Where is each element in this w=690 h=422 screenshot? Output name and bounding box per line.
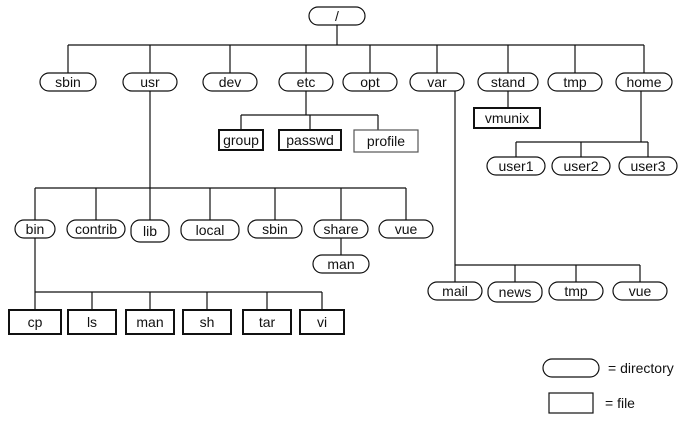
dir-sbin: sbin — [39, 72, 97, 92]
dir-usr-sbin: sbin — [247, 219, 303, 239]
file-vi-label: vi — [317, 314, 327, 330]
legend-directory-label: = directory — [608, 360, 674, 376]
dir-sbin-label: sbin — [55, 74, 81, 90]
dir-user1-label: user1 — [498, 158, 533, 174]
dir-home: home — [615, 72, 673, 92]
file-tar-label: tar — [259, 314, 276, 330]
dir-root-label: / — [335, 8, 339, 24]
dir-var-mail-label: mail — [442, 283, 468, 299]
dir-usr-vue: vue — [378, 219, 434, 239]
connectors — [34, 25, 649, 310]
dir-var: var — [409, 72, 465, 92]
file-tar: tar — [242, 309, 292, 335]
dir-dev-label: dev — [219, 74, 242, 90]
legend-file-label: = file — [605, 395, 635, 411]
file-vmunix-label: vmunix — [485, 110, 529, 126]
file-vmunix: vmunix — [473, 107, 541, 129]
dir-tmp: tmp — [547, 72, 603, 92]
dir-var-mail: mail — [427, 281, 483, 301]
dir-home-label: home — [626, 74, 661, 90]
file-sh: sh — [182, 309, 232, 335]
dir-opt: opt — [342, 72, 398, 92]
dir-var-news: news — [487, 281, 543, 303]
file-man-label: man — [136, 314, 163, 330]
dir-usr-vue-label: vue — [395, 221, 418, 237]
file-cp-label: cp — [28, 314, 43, 330]
dir-user3-label: user3 — [630, 158, 665, 174]
dir-share-man: man — [312, 254, 370, 274]
dir-usr-lib: lib — [130, 219, 170, 243]
dir-var-tmp: tmp — [548, 281, 604, 301]
dir-var-news-label: news — [499, 284, 532, 300]
dir-usr-share-label: share — [323, 221, 358, 237]
legend-directory-swatch — [542, 358, 600, 378]
file-man: man — [125, 309, 175, 335]
dir-usr-bin-label: bin — [26, 221, 45, 237]
file-passwd-label: passwd — [286, 132, 333, 148]
dir-tmp-label: tmp — [563, 74, 587, 90]
dir-usr-share: share — [313, 219, 369, 239]
legend-file-swatch — [548, 392, 594, 414]
file-vi: vi — [299, 309, 345, 335]
dir-usr-bin: bin — [14, 219, 56, 239]
file-sh-label: sh — [200, 314, 215, 330]
dir-root: / — [308, 6, 366, 26]
file-ls-label: ls — [87, 314, 97, 330]
dir-share-man-label: man — [327, 256, 354, 272]
dir-stand-label: stand — [491, 74, 525, 90]
dir-usr-sbin-label: sbin — [262, 221, 288, 237]
dir-var-tmp-label: tmp — [564, 283, 588, 299]
dir-usr-label: usr — [140, 74, 160, 90]
dir-usr-contrib: contrib — [66, 219, 126, 239]
dir-var-vue: vue — [612, 281, 668, 301]
dir-stand: stand — [477, 72, 539, 92]
legend: = directory = file — [542, 358, 674, 414]
dir-usr-lib-label: lib — [143, 223, 157, 239]
dir-usr-local-label: local — [196, 222, 225, 238]
file-ls: ls — [67, 309, 117, 335]
file-passwd: passwd — [278, 129, 342, 151]
dir-user1: user1 — [486, 156, 546, 176]
dir-user2-label: user2 — [563, 158, 598, 174]
dir-dev: dev — [202, 72, 258, 92]
dir-usr-contrib-label: contrib — [75, 221, 117, 237]
dir-etc-label: etc — [297, 74, 316, 90]
file-profile: profile — [353, 129, 419, 153]
dir-usr: usr — [122, 72, 178, 92]
dir-etc: etc — [278, 72, 334, 92]
file-cp: cp — [8, 309, 62, 335]
dir-var-label: var — [427, 74, 447, 90]
dir-user2: user2 — [551, 156, 611, 176]
dir-user3: user3 — [618, 156, 678, 176]
dir-usr-local: local — [180, 219, 240, 241]
file-profile-label: profile — [367, 133, 405, 149]
file-group-label: group — [223, 132, 259, 148]
dir-var-vue-label: vue — [629, 283, 652, 299]
file-group: group — [218, 129, 264, 151]
dir-opt-label: opt — [360, 74, 380, 90]
